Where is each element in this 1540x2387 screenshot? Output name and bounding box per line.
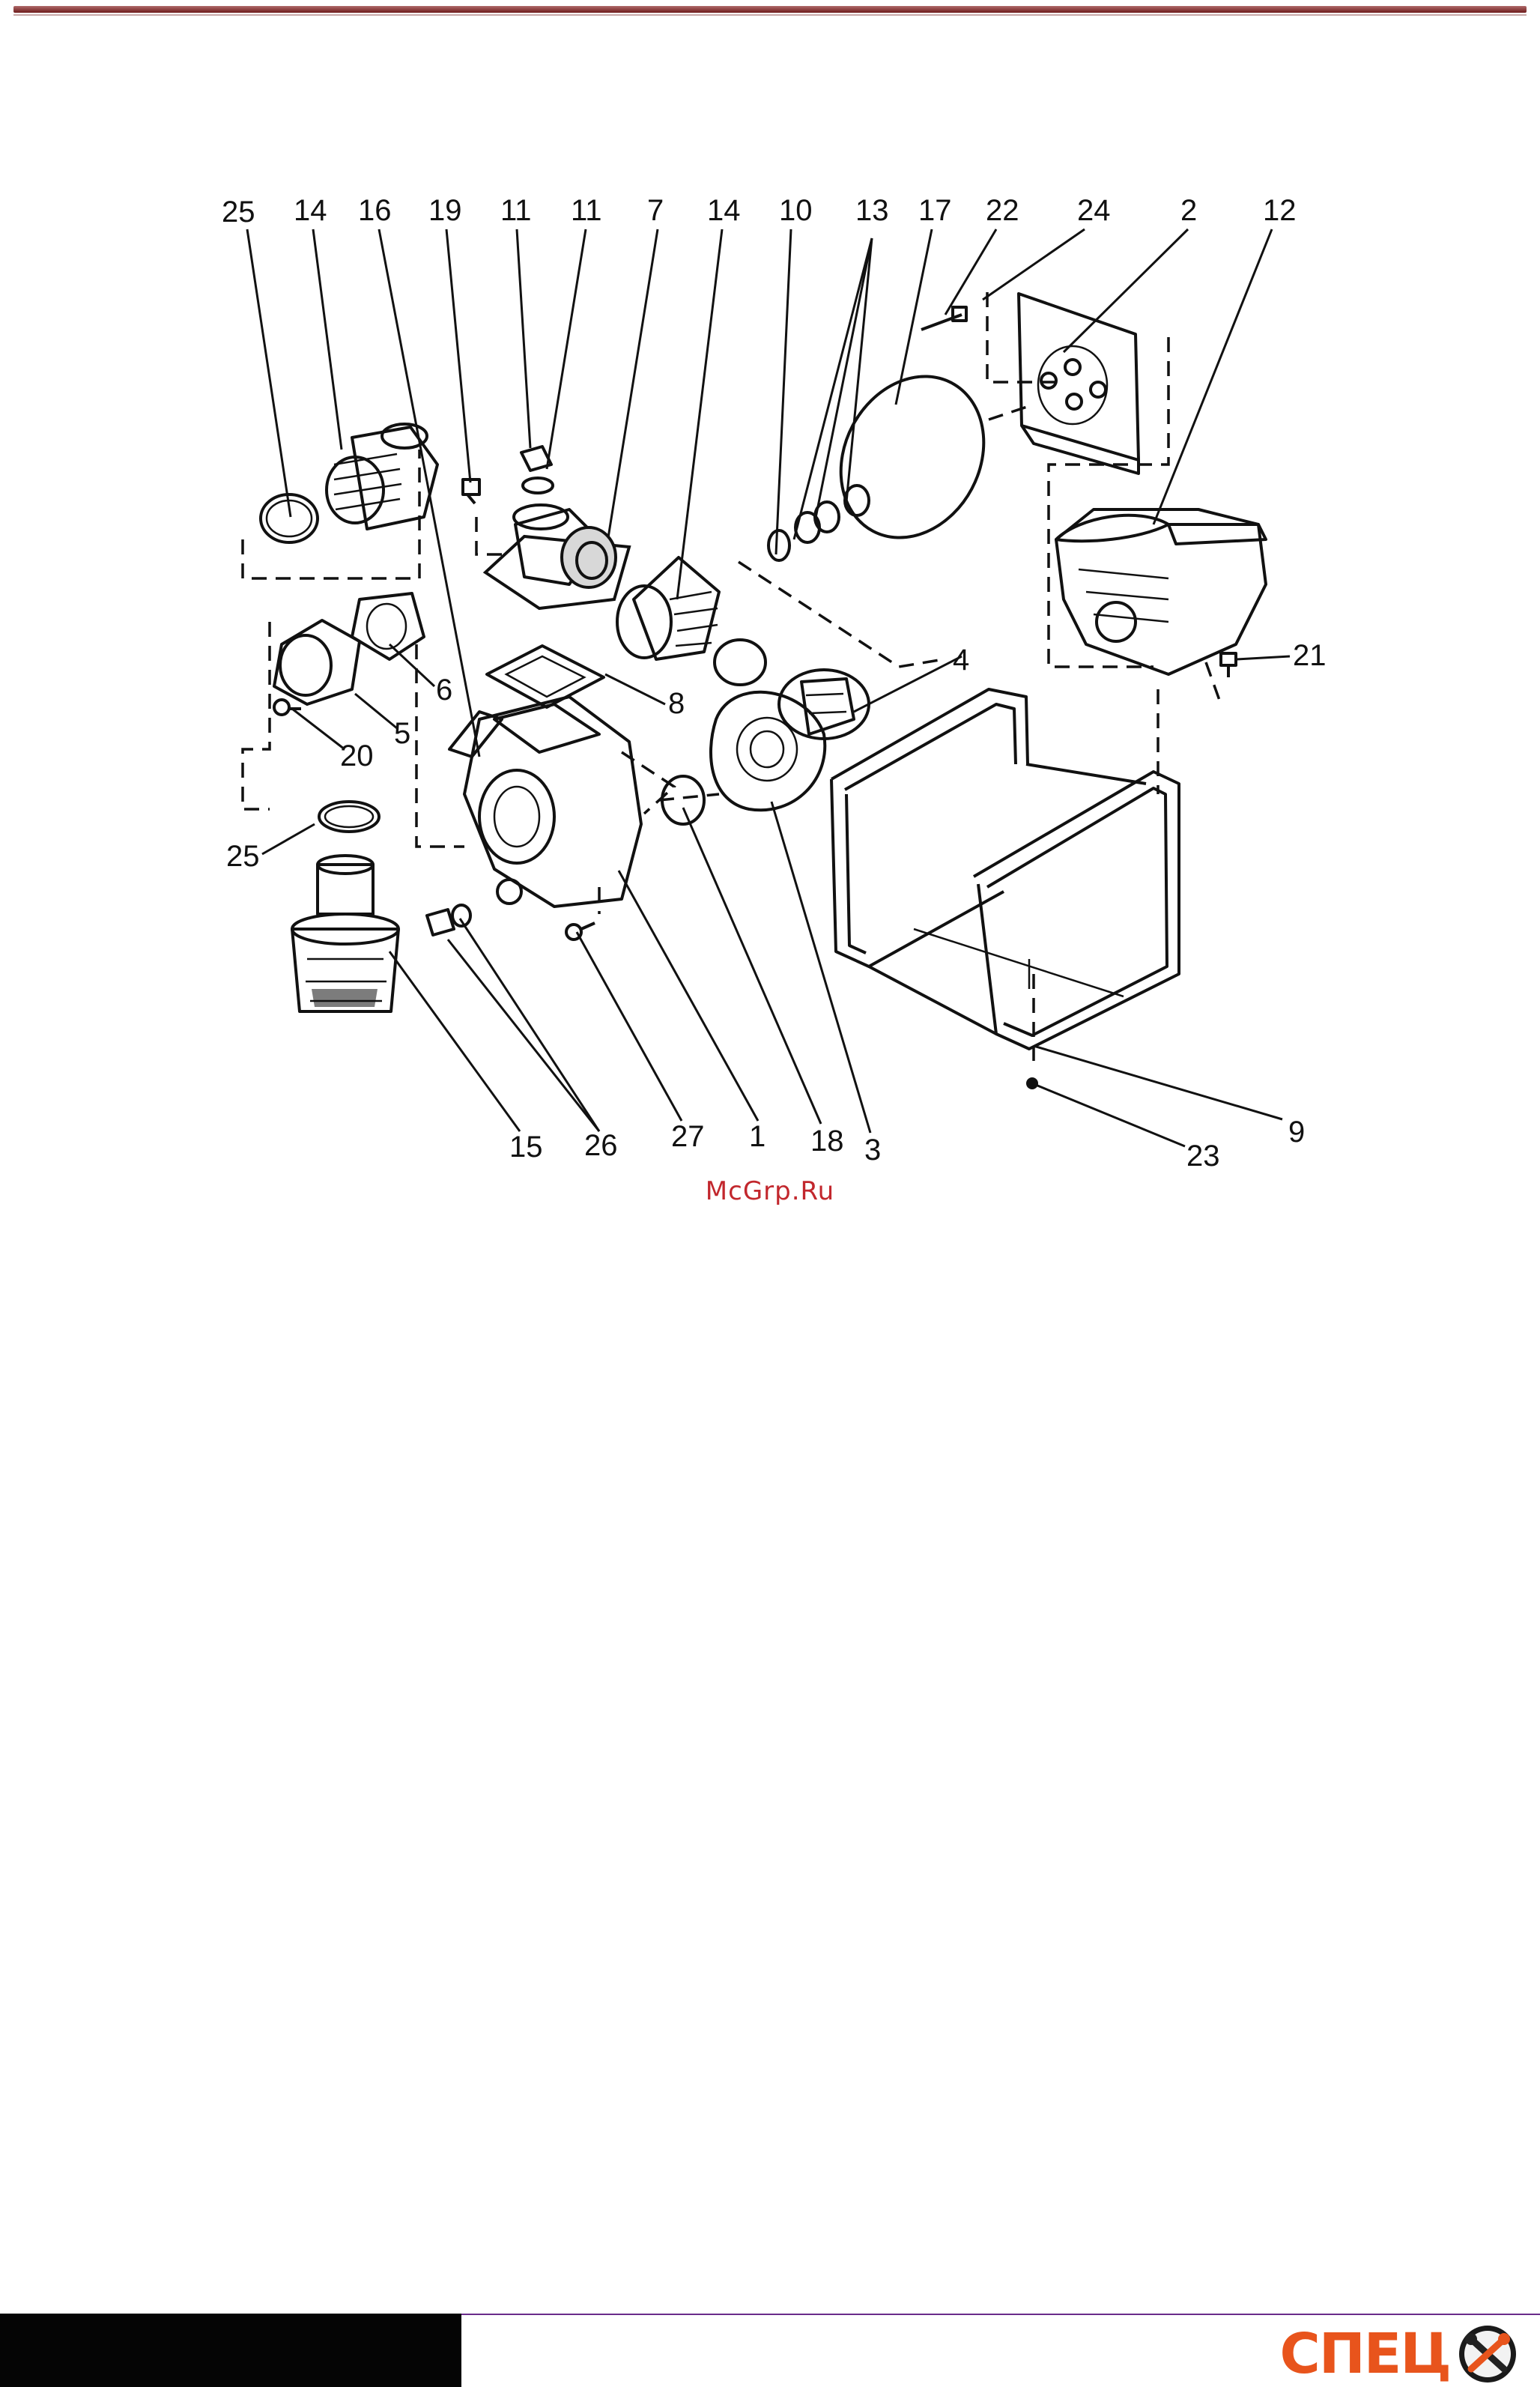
footer-bar	[0, 2314, 461, 2387]
part-gasket-8	[487, 646, 604, 707]
callout-24: 24	[1077, 194, 1111, 227]
part-bolt-27	[566, 923, 595, 940]
part-nut-23	[1026, 1077, 1038, 1089]
part-impeller	[779, 670, 869, 739]
callout-11-a: 11	[500, 194, 532, 227]
part-engine	[1056, 509, 1266, 674]
callout-25-bottom: 25	[226, 840, 260, 873]
part-inlet-flange	[274, 593, 424, 704]
callout-23: 23	[1186, 1140, 1220, 1173]
callout-20: 20	[340, 739, 374, 772]
brand-logo: СПЕЦ	[1280, 2323, 1524, 2386]
callout-10: 10	[779, 194, 813, 227]
part-bolt-21	[1221, 653, 1236, 677]
part-bolt-22	[921, 307, 966, 330]
part-seals	[769, 485, 869, 560]
callout-9: 9	[1288, 1116, 1305, 1149]
callout-6: 6	[436, 674, 452, 707]
callout-12: 12	[1263, 194, 1297, 227]
callout-2: 2	[1180, 194, 1197, 227]
callout-27: 27	[671, 1120, 705, 1153]
brand-text: СПЕЦ	[1280, 2326, 1450, 2382]
callout-16: 16	[358, 194, 392, 227]
callout-5: 5	[394, 717, 410, 750]
part-outlet-elbow	[485, 505, 629, 608]
wrench-cross-icon	[1452, 2323, 1524, 2386]
footer-line	[461, 2314, 1540, 2315]
part-hose-connector-left	[327, 424, 437, 529]
callout-7: 7	[647, 194, 664, 227]
callout-13: 13	[855, 194, 889, 227]
callout-26: 26	[584, 1129, 618, 1162]
part-volute-case	[711, 692, 825, 811]
callout-17: 17	[918, 194, 952, 227]
callout-3: 3	[864, 1134, 881, 1167]
callout-21: 21	[1293, 639, 1327, 672]
part-bracket-plate	[1019, 294, 1139, 474]
exploded-parts-diagram: 25 14 16 19 11 11 7 14 10 13 17 22 24 2 …	[0, 0, 1540, 1229]
callout-15: 15	[509, 1131, 543, 1164]
part-hose-connector-right	[617, 557, 766, 685]
callout-19: 19	[428, 194, 462, 227]
part-drain-plug	[427, 905, 470, 935]
callout-14-right: 14	[707, 194, 741, 227]
callout-18: 18	[810, 1125, 844, 1158]
callout-25-top: 25	[222, 196, 255, 229]
part-bolt-19	[463, 479, 479, 503]
part-plug-11	[521, 447, 553, 493]
callout-22: 22	[986, 194, 1019, 227]
leader-lines	[247, 229, 1290, 1146]
callout-labels: 25 14 16 19 11 11 7 14 10 13 17 22 24 2 …	[222, 194, 1327, 1173]
callout-14-left: 14	[294, 194, 327, 227]
part-frame	[831, 689, 1179, 1049]
part-strainer	[292, 856, 398, 1011]
part-clamp-ring-bottom	[319, 802, 379, 832]
part-pump-housing	[464, 697, 641, 907]
watermark: McGrp.Ru	[0, 1176, 1540, 1206]
callout-11-b: 11	[571, 194, 602, 227]
callout-1: 1	[749, 1120, 766, 1153]
callout-8: 8	[668, 687, 685, 720]
